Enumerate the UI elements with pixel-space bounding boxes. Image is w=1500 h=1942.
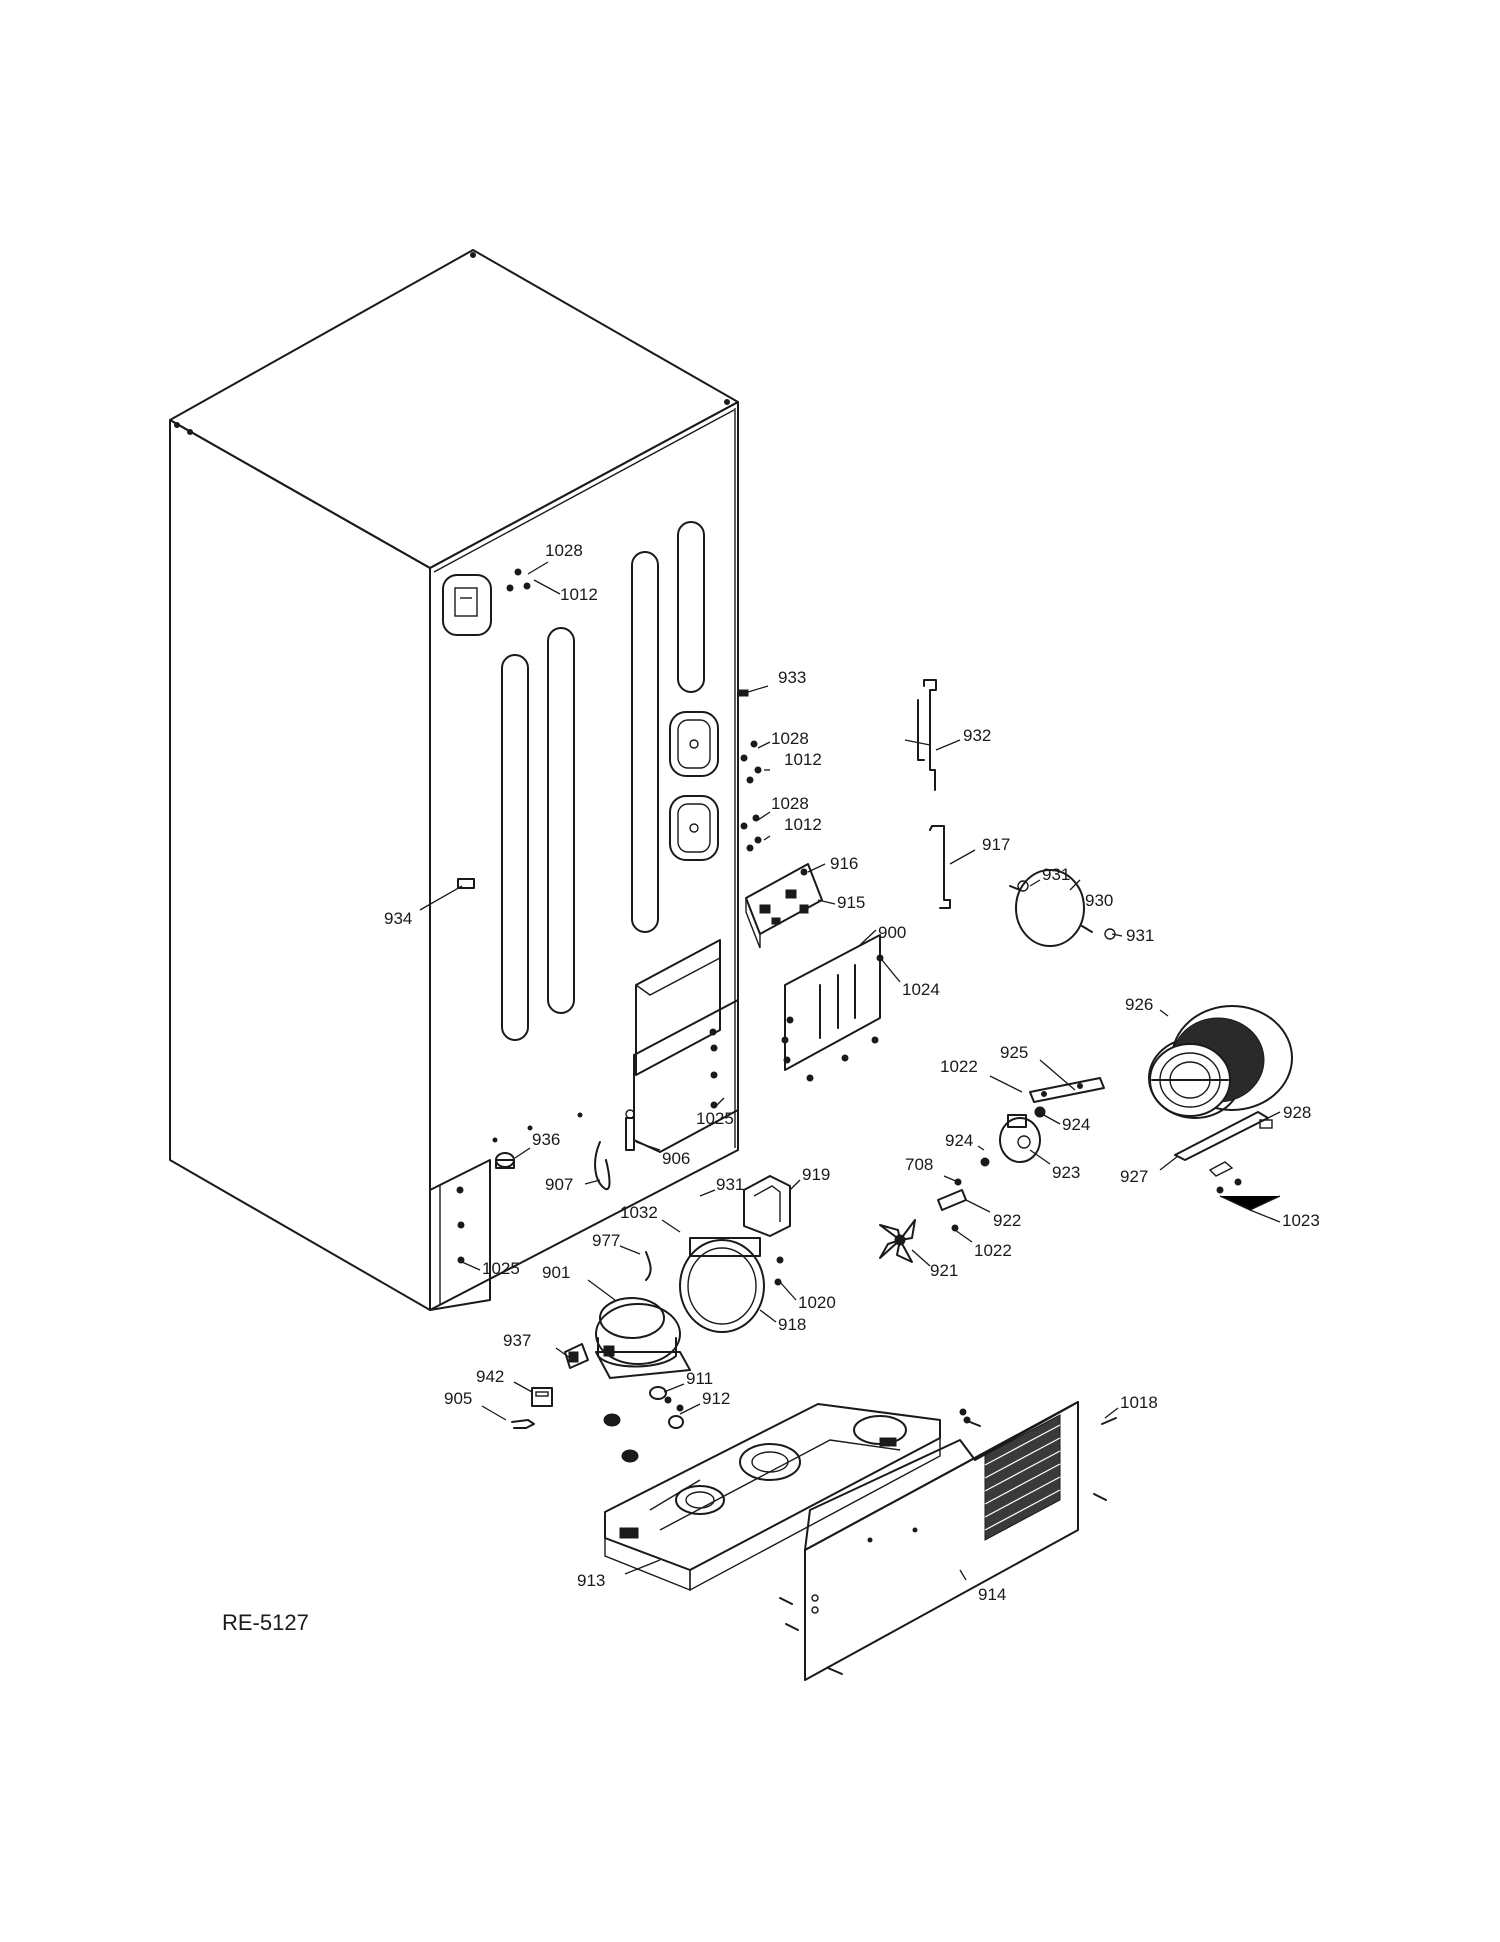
callout-label: 1025 [696,1109,734,1128]
callout-label: 906 [662,1149,690,1168]
callout-label: 1018 [1120,1393,1158,1412]
hose-919 [743,1175,791,1237]
control-board-915 [745,863,823,949]
bracket-927 [1174,1111,1273,1194]
tube-977 [645,1251,652,1281]
callout-label: 1025 [482,1259,520,1278]
callout-label: 914 [978,1585,1006,1604]
callout-label: 1028 [545,541,583,560]
callout-label: 912 [702,1389,730,1408]
callout-label: 924 [1062,1115,1090,1134]
relay-942 [531,1387,553,1407]
callout-label: 931 [716,1175,744,1194]
callout-label: 927 [1120,1167,1148,1186]
callout-label: 937 [503,1331,531,1350]
callout-label: 933 [778,668,806,687]
diagram-code: RE-5127 [222,1610,309,1635]
callout-label: 915 [837,893,865,912]
callout-label: 931 [1042,865,1070,884]
bracket-922 [937,1189,967,1232]
callout-label: 1024 [902,980,940,999]
callout-label: 921 [930,1261,958,1280]
callout-label: 930 [1085,891,1113,910]
fan-blade-921 [879,1219,916,1263]
callout-label: 942 [476,1367,504,1386]
wire-905 [511,1419,535,1429]
callout-label: 931 [1126,926,1154,945]
cover-plate-900 [781,934,884,1082]
callout-label: 928 [1283,1103,1311,1122]
callout-label: 907 [545,1175,573,1194]
callout-label: 1023 [1282,1211,1320,1230]
callout-label: 925 [1000,1043,1028,1062]
callout-label: 919 [802,1165,830,1184]
refrigerator-cabinet [169,249,739,1311]
callout-label: 922 [993,1211,1021,1230]
capillary-tube-clip-932 [904,679,937,791]
callout-label: 916 [830,854,858,873]
callout-labels: 1028 1012 933 932 1028 1012 1028 1012 91… [384,541,1320,1604]
connector-936 [495,1152,515,1169]
callout-label: 918 [778,1315,806,1334]
condenser-fan-shroud-918 [679,1237,784,1333]
callout-label: 901 [542,1263,570,1282]
callout-label: 1012 [784,815,822,834]
bracket-925 [1029,1077,1105,1103]
access-cover-914 [779,1401,1117,1681]
callout-label: 1028 [771,794,809,813]
callout-label: 924 [945,1131,973,1150]
callout-label: 1032 [620,1203,658,1222]
callout-label: 1012 [560,585,598,604]
callout-label: 1028 [771,729,809,748]
callout-label: 926 [1125,995,1153,1014]
callout-label: 932 [963,726,991,745]
callout-label: 905 [444,1389,472,1408]
callout-label: 913 [577,1571,605,1590]
callout-label: 1022 [974,1241,1012,1260]
callout-label: 923 [1052,1163,1080,1182]
callout-label: 1012 [784,750,822,769]
callout-label: 917 [982,835,1010,854]
screws-upper-right [506,568,808,876]
callout-label: 1022 [940,1057,978,1076]
compressor-901 [595,1297,691,1379]
callout-label: 708 [905,1155,933,1174]
overload-937 [564,1343,589,1369]
wire-harness-917 [929,825,951,909]
drain-tube-907 [594,1141,611,1191]
vent-grille [984,1414,1061,1541]
tube-906 [625,1109,635,1151]
grommets-911-912 [603,1386,684,1463]
callout-label: 977 [592,1231,620,1250]
callout-label: 934 [384,909,412,928]
callout-label: 911 [686,1369,713,1388]
base-pan-913 [604,1403,971,1592]
callout-label: 900 [878,923,906,942]
condenser-coil-926 [1148,1005,1293,1119]
callout-label: 936 [532,1130,560,1149]
leader-lines [419,561,1281,1581]
callout-label: 1020 [798,1293,836,1312]
